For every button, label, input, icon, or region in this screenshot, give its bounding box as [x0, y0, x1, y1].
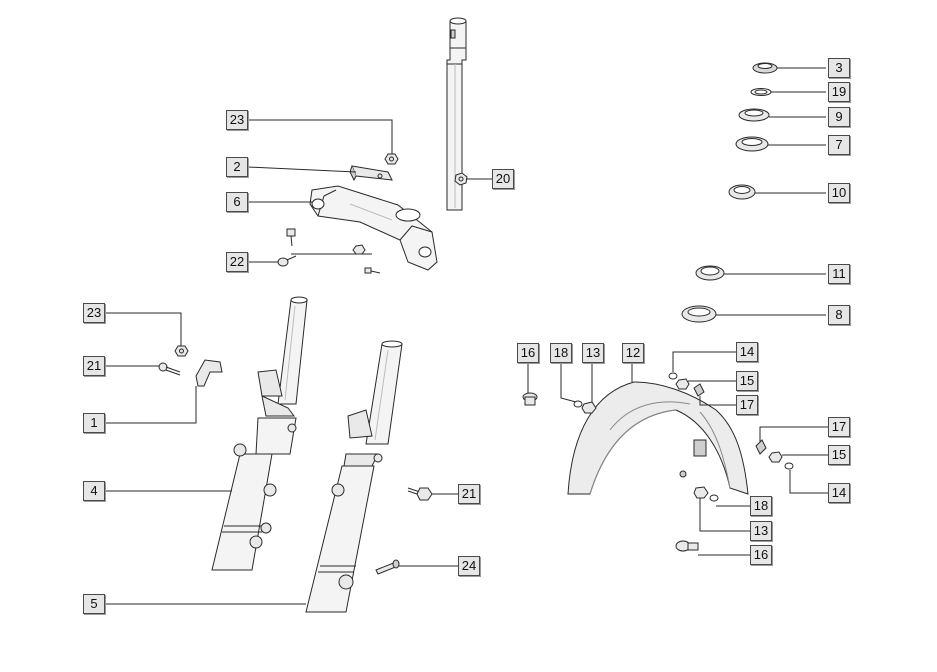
callout-15-right[interactable]: 15 [828, 445, 850, 465]
callout-20[interactable]: 20 [492, 169, 514, 189]
callout-6[interactable]: 6 [226, 192, 248, 212]
bearing-9-part [739, 109, 769, 121]
callout-21-left[interactable]: 21 [83, 356, 105, 376]
callout-23-left[interactable]: 23 [83, 303, 105, 323]
callout-14-top[interactable]: 14 [736, 342, 758, 362]
bearing-8-part [682, 306, 716, 322]
callout-15-top[interactable]: 15 [736, 371, 758, 391]
callout-16-top[interactable]: 16 [517, 343, 539, 363]
callout-13-top[interactable]: 13 [582, 343, 604, 363]
callout-10[interactable]: 10 [828, 183, 850, 203]
bolt-21-right-part [408, 488, 432, 500]
callout-17-right[interactable]: 17 [828, 417, 850, 437]
leader-lines [105, 67, 828, 605]
callout-8[interactable]: 8 [828, 305, 850, 325]
washer-19-part [751, 89, 771, 96]
callout-14-right[interactable]: 14 [828, 483, 850, 503]
ring-10-part [729, 185, 755, 199]
callout-18-top[interactable]: 18 [550, 343, 572, 363]
clip-1-part [196, 360, 222, 386]
clip-17-top-part [694, 384, 704, 396]
steering-stem-part [447, 18, 466, 210]
callout-9[interactable]: 9 [828, 107, 850, 127]
bolt-16-bottom-part [676, 541, 698, 551]
bracket-part [350, 166, 392, 180]
nut-20-part [455, 173, 467, 185]
clip-17-right-part [756, 440, 766, 454]
nut-13-bottom-part [694, 487, 708, 498]
callout-7[interactable]: 7 [828, 135, 850, 155]
callout-3[interactable]: 3 [828, 58, 850, 78]
washer-18-top-part [574, 401, 582, 407]
nut-15-right-part [769, 452, 782, 462]
callout-17-top[interactable]: 17 [736, 395, 758, 415]
washer-18-bottom-part [710, 495, 718, 501]
callout-21-right[interactable]: 21 [458, 484, 480, 504]
callout-16-bottom[interactable]: 16 [750, 545, 772, 565]
mudguard-part [568, 382, 748, 494]
callout-5[interactable]: 5 [83, 594, 105, 614]
bearing-ring-3-part [753, 63, 777, 73]
axle-bolt-24-part [376, 560, 399, 574]
callout-11[interactable]: 11 [828, 264, 850, 284]
washer-14-top-part [669, 373, 677, 379]
bolt-21-left-part [159, 363, 180, 375]
fork-leg-right-part [306, 341, 402, 612]
callout-2[interactable]: 2 [226, 157, 248, 177]
callout-23-top[interactable]: 23 [226, 110, 248, 130]
callout-1[interactable]: 1 [83, 413, 105, 433]
callout-12[interactable]: 12 [622, 343, 644, 363]
bearing-cup-7-part [736, 137, 768, 151]
washer-14-right-part [785, 463, 793, 469]
callout-13-bottom[interactable]: 13 [750, 521, 772, 541]
bolts-22-part [278, 229, 380, 273]
callout-4[interactable]: 4 [83, 481, 105, 501]
fork-leg-left-part [212, 297, 307, 570]
callout-24[interactable]: 24 [458, 556, 480, 576]
bolt-16-top-part [523, 393, 537, 405]
nut-15-top-part [676, 379, 689, 389]
nut-23-left-part [175, 346, 188, 356]
nut-23-top-part [385, 154, 398, 164]
bearing-cup-11-part [696, 266, 724, 280]
triple-clamp-part [310, 186, 437, 270]
callout-19[interactable]: 19 [828, 82, 850, 102]
callout-18-bottom[interactable]: 18 [750, 496, 772, 516]
nut-13-top-part [582, 402, 596, 413]
callout-22[interactable]: 22 [226, 252, 248, 272]
